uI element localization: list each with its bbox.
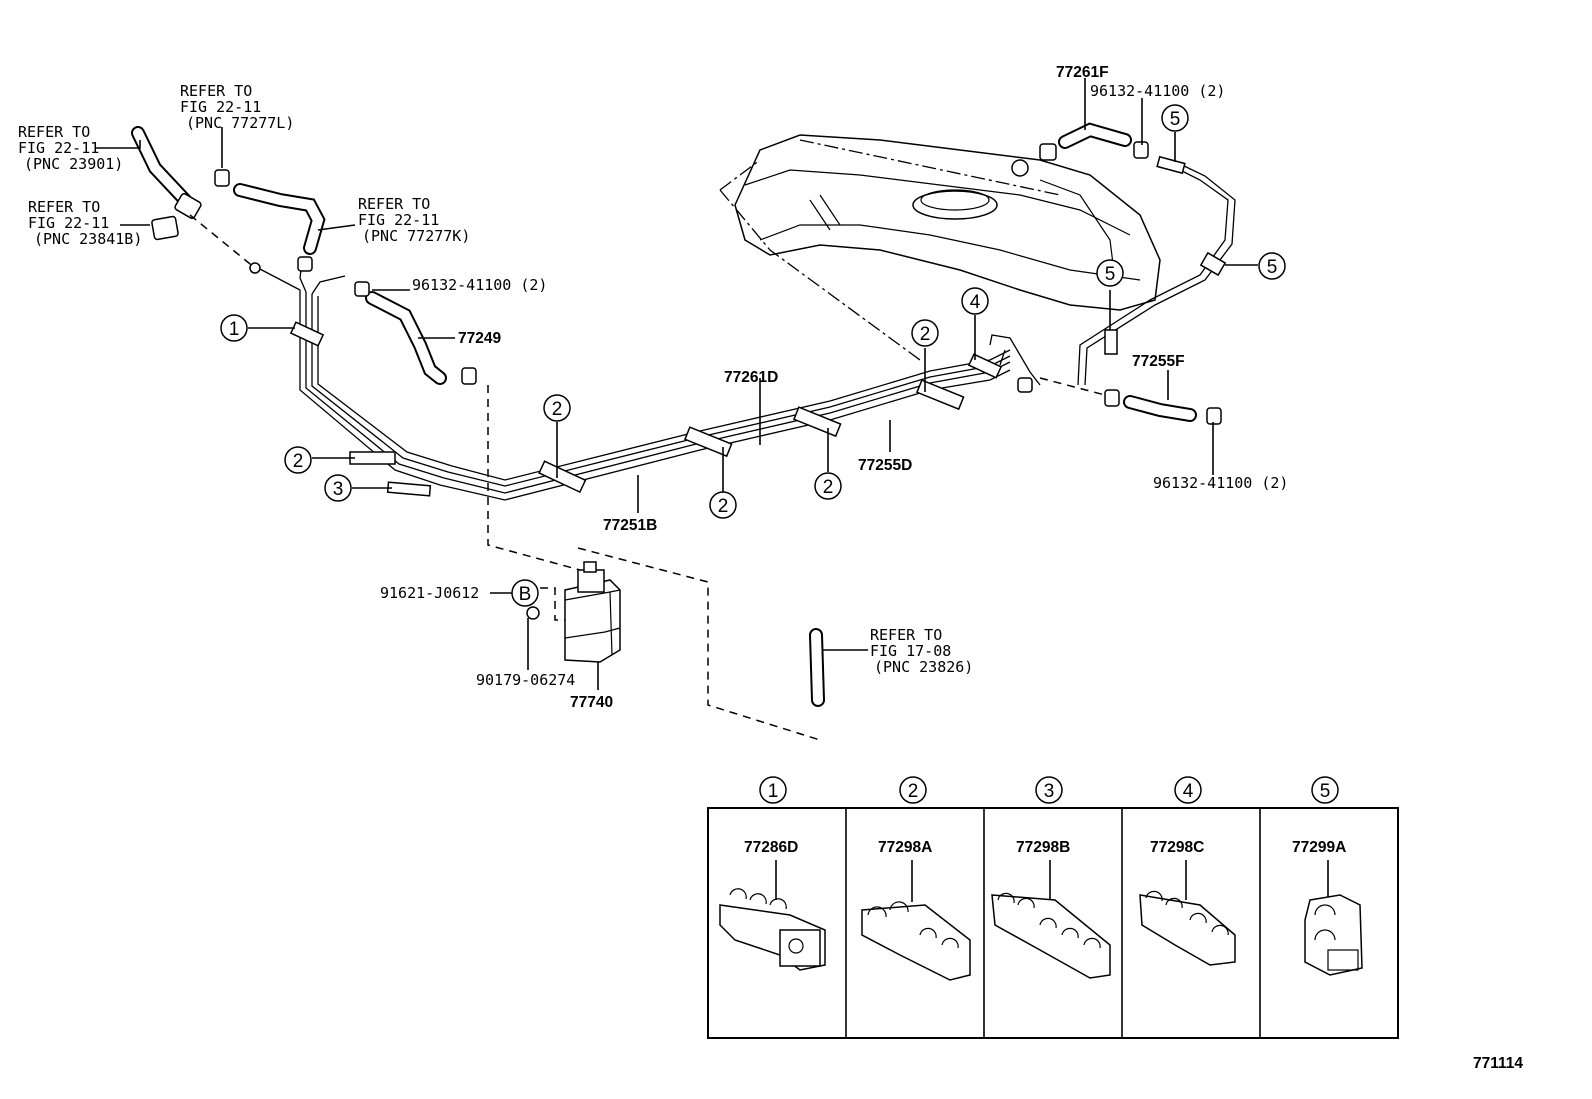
ref-77277L-l2: FIG 22-11 [180, 98, 261, 116]
table-col-1-num-text: 1 [768, 781, 779, 802]
label-77251B: 77251B [603, 517, 657, 534]
table-col-3-num: 3 [1035, 776, 1063, 804]
ref-77277K-l1: REFER TO [358, 195, 430, 213]
dashed-line-b [540, 587, 570, 621]
callout-3-text: 3 [333, 479, 344, 500]
label-77255D: 77255D [858, 457, 912, 474]
hose-77249 [365, 291, 447, 385]
table-col-3-num-text: 3 [1044, 781, 1055, 802]
table-col-2-num-text: 2 [908, 781, 919, 802]
table-part-77299A: 77299A [1292, 839, 1346, 856]
ref-23901: REFER TO FIG 22-11 (PNC 23901) [18, 123, 123, 173]
table-part-77286D: 77286D [744, 839, 798, 856]
ref-23841B: REFER TO FIG 22-11 (PNC 23841B) [28, 198, 142, 248]
label-91621: 91621-J0612 [380, 584, 479, 602]
ref-77277L-l1: REFER TO [180, 82, 252, 100]
callout-4: 4 [961, 287, 989, 315]
ref-23901-l3: (PNC 23901) [24, 155, 123, 173]
ref-23901-l1: REFER TO [18, 123, 90, 141]
label-clip-mid: 96132-41100 (2) [412, 276, 547, 294]
ref-77277K: REFER TO FIG 22-11 (PNC 77277K) [358, 195, 470, 245]
clamp-77298C-drawing [1139, 890, 1236, 966]
table-col-4-num-text: 4 [1183, 781, 1194, 802]
ref-23841B-l1: REFER TO [28, 198, 100, 216]
callout-2-d-text: 2 [920, 324, 931, 345]
hose-77261F [1058, 122, 1132, 149]
clamp-table: 1 2 3 4 5 77286D 77298A 77298B 77298C 77… [707, 776, 1399, 1039]
callout-5-c: 5 [1258, 252, 1286, 280]
hose-77255F [1123, 395, 1197, 422]
hose-upper-left [233, 183, 326, 255]
callout-2-c-text: 2 [823, 477, 834, 498]
callout-2-a-text: 2 [552, 399, 563, 420]
callout-5-c-text: 5 [1267, 257, 1278, 278]
fuel-tank [719, 134, 1161, 361]
table-col-5-num-text: 5 [1320, 781, 1331, 802]
ref-77277K-l3: (PNC 77277K) [362, 227, 470, 245]
callout-b-text: B [519, 584, 532, 605]
clamp-77298A-drawing [861, 901, 971, 981]
table-part-77298C: 77298C [1150, 839, 1204, 856]
label-clip-bottom-right: 96132-41100 (2) [1153, 474, 1288, 492]
callout-3: 3 [324, 474, 352, 502]
table-col-5-num: 5 [1311, 776, 1339, 804]
ref-77277K-l2: FIG 22-11 [358, 211, 439, 229]
callout-1-text: 1 [229, 319, 240, 340]
hose-clips [151, 141, 1222, 425]
dashed-line-canister [487, 385, 581, 571]
label-90179: 90179-06274 [476, 671, 575, 689]
table-part-77298B: 77298B [1016, 839, 1070, 856]
clamp-77298B-drawing [991, 892, 1111, 979]
ref-23826: REFER TO FIG 17-08 (PNC 23826) [870, 626, 973, 676]
clamp-77286D-drawing [719, 888, 826, 971]
label-77261D: 77261D [724, 369, 778, 386]
callout-5-a-text: 5 [1105, 264, 1116, 285]
ref-23901-l2: FIG 22-11 [18, 139, 99, 157]
callout-4-text: 4 [970, 292, 981, 313]
callout-2-b: 2 [709, 491, 737, 519]
ref-23826-l2: FIG 17-08 [870, 642, 951, 660]
callout-5-b: 5 [1161, 104, 1189, 132]
label-77740: 77740 [570, 694, 613, 711]
ref-77277L: REFER TO FIG 22-11 (PNC 77277L) [180, 82, 294, 132]
clamp-77299A-drawing [1304, 894, 1363, 976]
label-77255F: 77255F [1132, 353, 1185, 370]
callout-1: 1 [220, 314, 248, 342]
figure-id: 771114 [1473, 1055, 1523, 1072]
callout-2-a: 2 [543, 394, 571, 422]
callout-5-b-text: 5 [1170, 109, 1181, 130]
callout-5-a: 5 [1096, 259, 1124, 287]
ref-23826-l1: REFER TO [870, 626, 942, 644]
pipe-clamps [289, 155, 1227, 497]
ref-23841B-l3: (PNC 23841B) [34, 230, 142, 248]
dashed-line-tank-right [1039, 377, 1106, 396]
table-col-1-num: 1 [759, 776, 787, 804]
table-col-2-num: 2 [899, 776, 927, 804]
hose-refer-23826 [809, 628, 825, 707]
callout-2-left: 2 [284, 446, 312, 474]
ref-23826-l3: (PNC 23826) [874, 658, 973, 676]
hose-refer-23901 [131, 126, 192, 207]
callout-2-left-text: 2 [293, 451, 304, 472]
ref-23841B-l2: FIG 22-11 [28, 214, 109, 232]
label-clip-top-right: 96132-41100 (2) [1090, 82, 1225, 100]
callout-2-b-text: 2 [718, 496, 729, 517]
label-77261F: 77261F [1056, 64, 1109, 81]
charcoal-canister-77740 [526, 561, 621, 663]
ref-77277L-l3: (PNC 77277L) [186, 114, 294, 132]
callout-2-d: 2 [911, 319, 939, 347]
table-part-77298A: 77298A [878, 839, 932, 856]
dashed-line-left [189, 214, 256, 269]
leader-lines [95, 78, 1258, 690]
callout-2-c: 2 [814, 472, 842, 500]
label-77249: 77249 [458, 330, 501, 347]
table-col-4-num: 4 [1174, 776, 1202, 804]
callout-b: B [511, 579, 539, 607]
